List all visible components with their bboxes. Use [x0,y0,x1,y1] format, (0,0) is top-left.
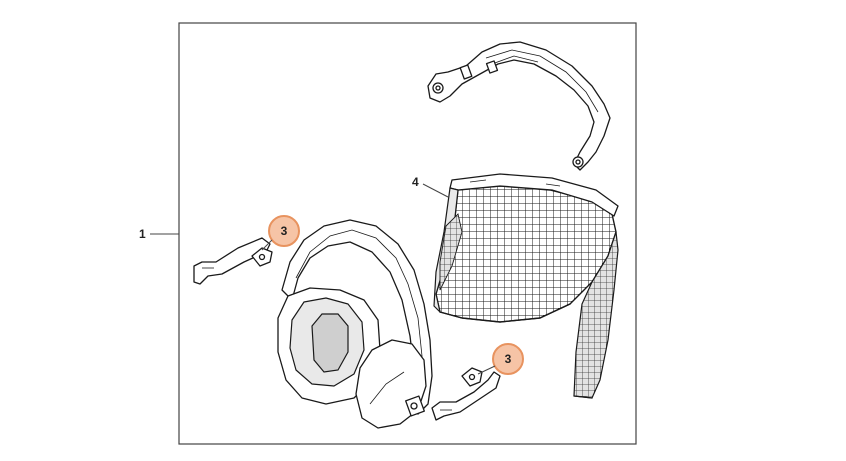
earmuff-headset [277,219,433,429]
adapter-clip-right [431,367,501,421]
badge-3-left-leader [261,239,273,251]
badge-3-right-circle [492,343,524,375]
badge-3-left-label: 3 [281,224,288,238]
badge-3-right-leader [477,365,496,375]
badge-3-right: 3 [477,343,524,375]
visor-bracket [427,41,611,171]
callout-4-leader [422,183,449,198]
adapter-clip-left [193,237,273,285]
callout-4-label: 4 [412,175,419,189]
mesh-visor [433,173,619,399]
badge-3-left-circle [268,215,300,247]
callout-1: 1 [139,227,179,241]
callout-4: 4 [412,175,449,198]
badge-3-right-label: 3 [505,352,512,366]
badge-3-left: 3 [261,215,300,251]
callout-1-label: 1 [139,227,146,241]
